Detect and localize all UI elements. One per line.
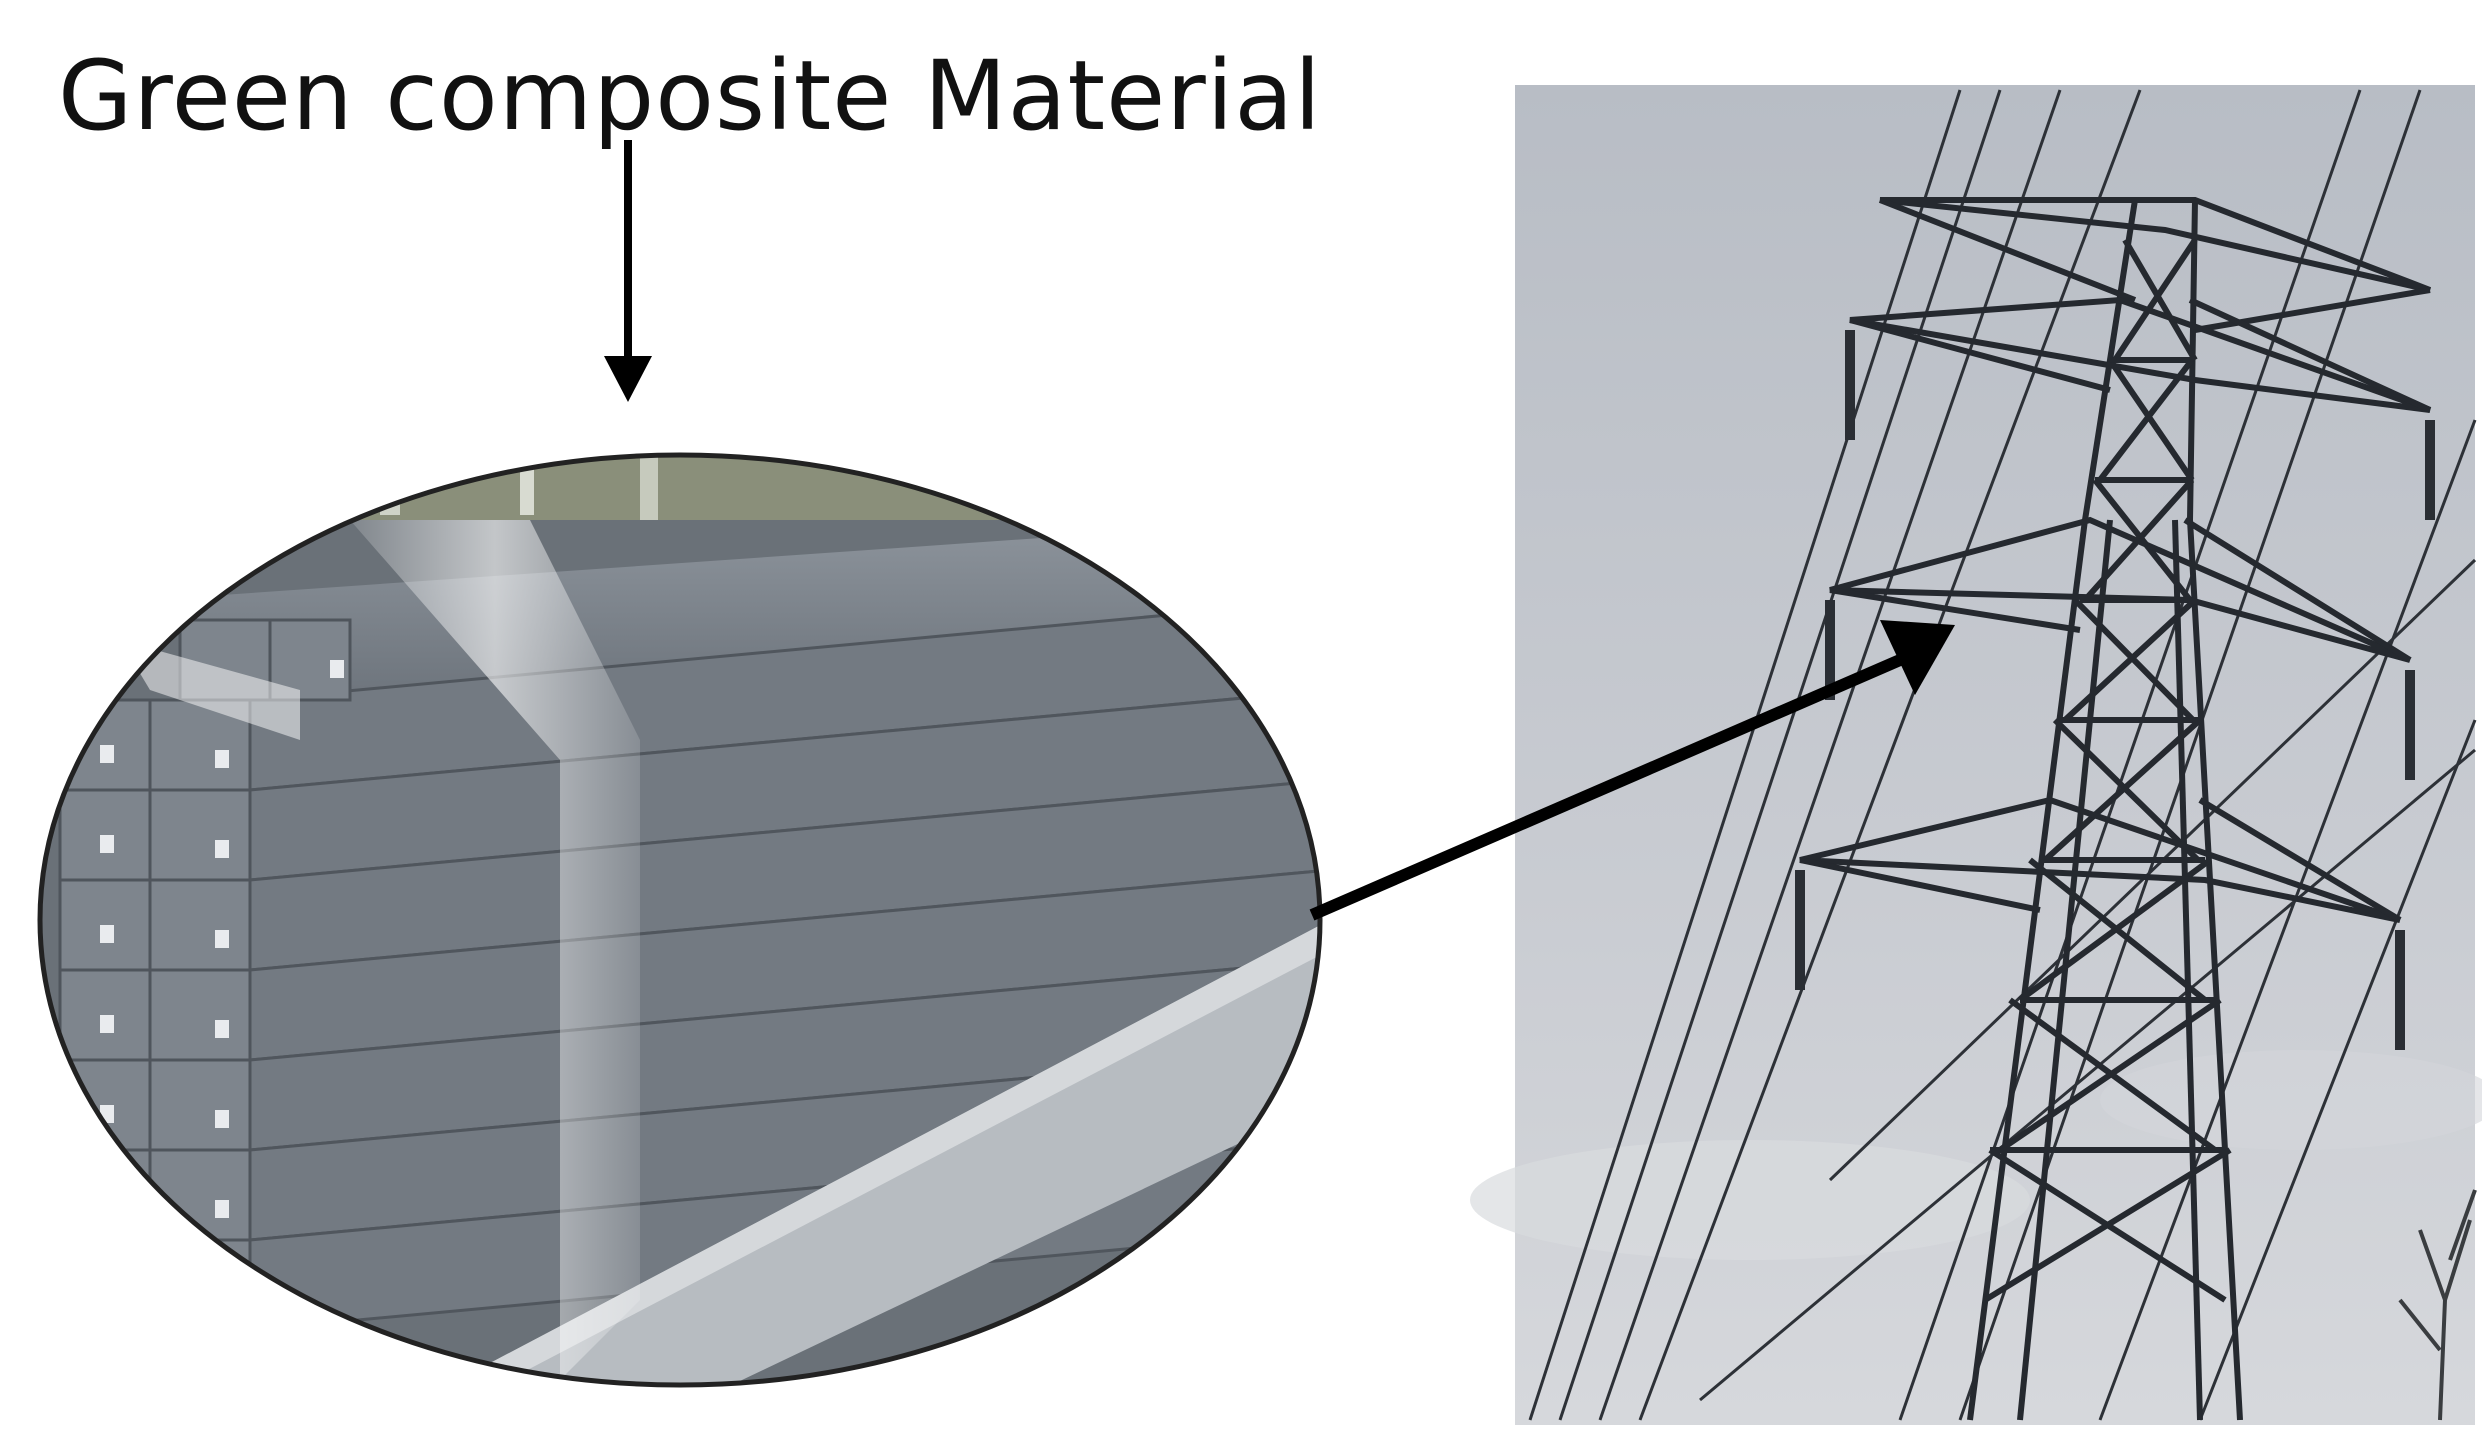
tower-lattice: [1967, 199, 2243, 1421]
pointer-arrow: [1309, 620, 1955, 921]
tower-crossarms: [1799, 197, 2432, 923]
transmission-tower-photo: [1470, 85, 2482, 1425]
photo-oval-border: [37, 452, 1323, 1388]
caption-arrow: [604, 140, 652, 402]
tower-insulators: [1795, 330, 2435, 1050]
figure-caption: Green composite Material: [58, 40, 1322, 152]
composite-profiles-photo: [40, 455, 1320, 1385]
bare-tree: [2398, 1189, 2477, 1421]
